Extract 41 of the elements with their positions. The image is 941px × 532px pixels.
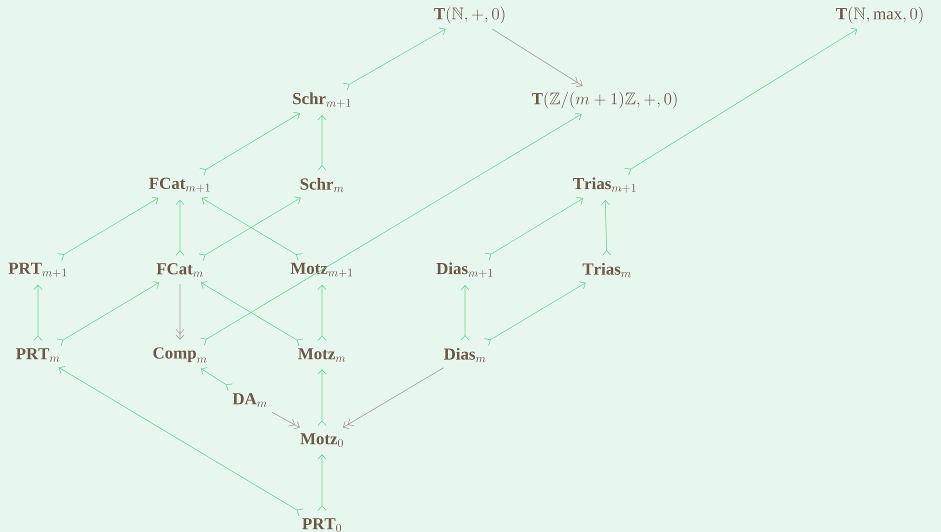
- math-label: $\mathbf{Comp}_{m}$: [153, 347, 207, 363]
- math-label: $\mathbf{PRT}_{0}$: [302, 518, 342, 532]
- arrow: [318, 454, 326, 511]
- arrow: [624, 28, 858, 176]
- math-label: $\mathbf{Motz}_{m}$: [298, 348, 346, 362]
- math-label: $\mathbf{Trias}_{m}$: [582, 262, 631, 278]
- arrow: [200, 112, 582, 346]
- arrow: [56, 281, 160, 346]
- arrow: [58, 366, 304, 516]
- math-label: $\mathbf{Trias}_{m+1}$: [573, 177, 636, 193]
- math-label: $\mathbf{T}(\mathbb{Z}/(m+1)\mathbb{Z}, +, 0)$: [532, 92, 677, 108]
- math-label: $\mathbf{Dias}_{m}$: [444, 348, 486, 362]
- math-label: $\mathbf{T}(\mathbb{N}, +, 0)$: [434, 6, 504, 24]
- math-label: $\mathbf{PRT}_{m+1}$: [8, 262, 66, 278]
- math-label: $\mathbf{Schr}_{m}$: [300, 178, 344, 192]
- arrow: [318, 114, 326, 171]
- math-label: $\mathbf{FCat}_{m}$: [156, 263, 203, 277]
- arrow: [342, 367, 444, 429]
- arrow: [601, 200, 612, 256]
- arrow: [176, 284, 184, 340]
- math-label: $\mathbf{Schr}_{m+1}$: [293, 92, 350, 108]
- arrow: [199, 112, 300, 176]
- arrow: [200, 367, 233, 392]
- arrow: [200, 281, 304, 346]
- arrow: [460, 284, 470, 341]
- math-label: $\mathbf{Dias}_{m+1}$: [436, 262, 492, 278]
- math-label: $\mathbf{DA}_{m}$: [232, 393, 267, 407]
- arrow: [176, 200, 184, 256]
- arrow: [342, 28, 446, 91]
- math-label: $\mathbf{FCat}_{m+1}$: [149, 178, 210, 192]
- arrow: [484, 197, 584, 260]
- arrow: [57, 196, 158, 261]
- arrow: [318, 369, 326, 426]
- math-label: $\mathbf{T}(\mathbb{N}, \max, 0)$: [836, 6, 923, 24]
- arrow: [272, 412, 300, 430]
- math-label: $\mathbf{PRT}_{m}$: [16, 348, 60, 362]
- arrow: [492, 28, 583, 87]
- arrow: [318, 284, 326, 341]
- arrow: [34, 284, 42, 341]
- arrow: [484, 281, 586, 346]
- math-label: $\mathbf{Motz}_{0}$: [300, 433, 343, 448]
